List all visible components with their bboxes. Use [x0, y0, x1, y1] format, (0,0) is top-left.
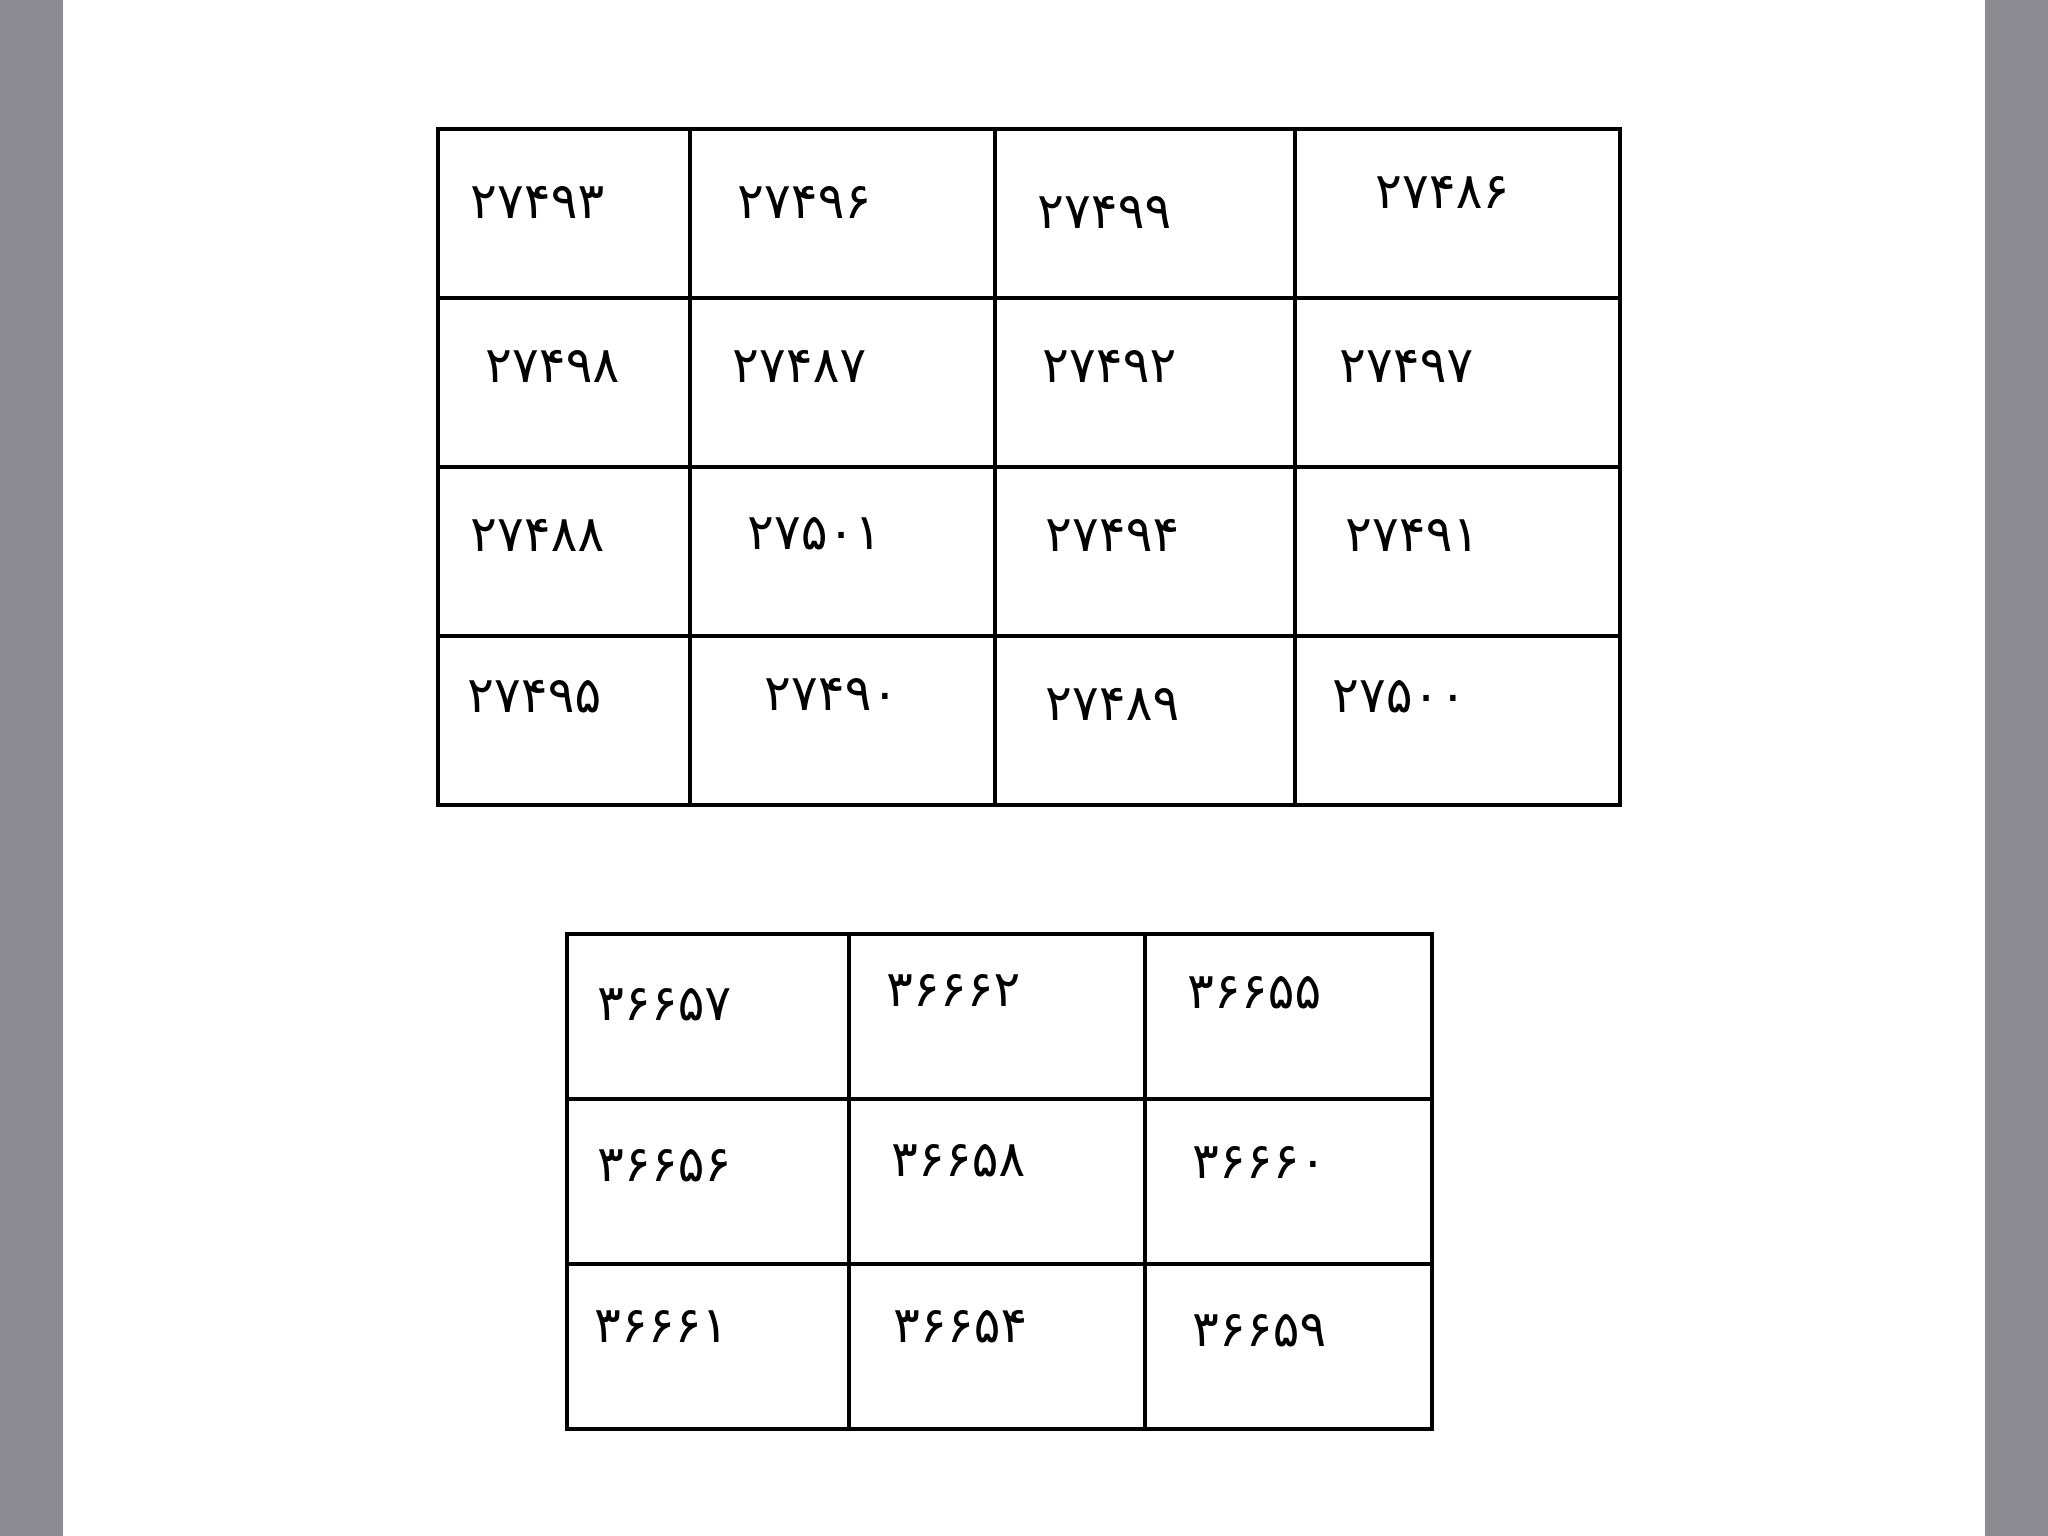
cell-number: ۳۶۶۶۱	[594, 1296, 729, 1354]
cell-number: ۳۶۶۵۶	[597, 1135, 732, 1193]
table-cell: ۳۶۶۵۹	[1143, 1262, 1434, 1431]
table-cell: ۲۷۴۹۰	[688, 634, 997, 807]
table-row: ۳۶۶۶۱ ۳۶۶۵۴ ۳۶۶۵۹	[565, 1262, 1434, 1431]
cell-number: ۲۷۵۰۱	[747, 503, 882, 561]
cell-number: ۲۷۴۹۹	[1037, 182, 1172, 240]
table-row: ۳۶۶۵۶ ۳۶۶۵۸ ۳۶۶۶۰	[565, 1097, 1434, 1266]
table-row: ۳۶۶۵۷ ۳۶۶۶۲ ۳۶۶۵۵	[565, 932, 1434, 1101]
table-cell: ۲۷۴۹۷	[1293, 296, 1622, 469]
cell-number: ۲۷۴۹۱	[1345, 505, 1480, 563]
table-cell: ۲۷۴۸۸	[436, 465, 692, 638]
table-cell: ۳۶۶۵۴	[847, 1262, 1147, 1431]
cell-number: ۲۷۵۰۰	[1332, 666, 1467, 724]
cell-number: ۳۶۶۵۴	[893, 1296, 1028, 1354]
cell-number: ۳۶۶۵۷	[597, 974, 732, 1032]
table-cell: ۲۷۴۹۴	[993, 465, 1297, 638]
table-cell: ۲۷۵۰۰	[1293, 634, 1622, 807]
cell-number: ۳۶۶۶۰	[1192, 1132, 1327, 1190]
table-row: ۲۷۴۹۸ ۲۷۴۸۷ ۲۷۴۹۲ ۲۷۴۹۷	[436, 296, 1622, 469]
number-table-2: ۳۶۶۵۷ ۳۶۶۶۲ ۳۶۶۵۵ ۳۶۶۵۶ ۳۶۶۵۸ ۳۶۶۶۰ ۳۶۶۶…	[565, 932, 1434, 1431]
cell-number: ۲۷۴۹۶	[737, 172, 872, 230]
cell-number: ۲۷۴۹۷	[1339, 336, 1474, 394]
table-cell: ۲۷۴۹۹	[993, 127, 1297, 300]
cell-number: ۳۶۶۵۸	[891, 1130, 1026, 1188]
table-cell: ۳۶۶۵۶	[565, 1097, 851, 1266]
table-cell: ۳۶۶۶۱	[565, 1262, 851, 1431]
table-cell: ۲۷۴۹۲	[993, 296, 1297, 469]
cell-number: ۲۷۴۸۶	[1375, 162, 1510, 220]
table-row: ۲۷۴۸۸ ۲۷۵۰۱ ۲۷۴۹۴ ۲۷۴۹۱	[436, 465, 1622, 638]
table-cell: ۳۶۶۶۲	[847, 932, 1147, 1101]
table-cell: ۲۷۴۹۵	[436, 634, 692, 807]
table-cell: ۳۶۶۶۰	[1143, 1097, 1434, 1266]
cell-number: ۲۷۴۸۷	[732, 336, 867, 394]
cell-number: ۲۷۴۹۲	[1042, 336, 1177, 394]
table-row: ۲۷۴۹۳ ۲۷۴۹۶ ۲۷۴۹۹ ۲۷۴۸۶	[436, 127, 1622, 300]
table-cell: ۲۷۴۹۳	[436, 127, 692, 300]
cell-number: ۲۷۴۹۵	[467, 666, 602, 724]
cell-number: ۲۷۴۹۴	[1045, 505, 1180, 563]
table-cell: ۳۶۶۵۸	[847, 1097, 1147, 1266]
table-cell: ۲۷۵۰۱	[688, 465, 997, 638]
cell-number: ۳۶۶۶۲	[886, 960, 1021, 1018]
table-cell: ۲۷۴۸۹	[993, 634, 1297, 807]
table-row: ۲۷۴۹۵ ۲۷۴۹۰ ۲۷۴۸۹ ۲۷۵۰۰	[436, 634, 1622, 807]
cell-number: ۲۷۴۹۸	[485, 336, 620, 394]
table-cell: ۲۷۴۹۱	[1293, 465, 1622, 638]
table-cell: ۳۶۶۵۵	[1143, 932, 1434, 1101]
cell-number: ۳۶۶۵۹	[1192, 1300, 1327, 1358]
table-cell: ۲۷۴۹۶	[688, 127, 997, 300]
cell-number: ۳۶۶۵۵	[1187, 962, 1322, 1020]
cell-number: ۲۷۴۸۸	[470, 505, 605, 563]
table-cell: ۲۷۴۸۶	[1293, 127, 1622, 300]
cell-number: ۲۷۴۹۳	[470, 172, 605, 230]
number-table-1: ۲۷۴۹۳ ۲۷۴۹۶ ۲۷۴۹۹ ۲۷۴۸۶ ۲۷۴۹۸ ۲۷۴۸۷ ۲۷۴۹…	[436, 127, 1622, 807]
table-cell: ۲۷۴۸۷	[688, 296, 997, 469]
table-cell: ۳۶۶۵۷	[565, 932, 851, 1101]
cell-number: ۲۷۴۹۰	[764, 664, 899, 722]
table-cell: ۲۷۴۹۸	[436, 296, 692, 469]
cell-number: ۲۷۴۸۹	[1045, 674, 1180, 732]
document-page: ۲۷۴۹۳ ۲۷۴۹۶ ۲۷۴۹۹ ۲۷۴۸۶ ۲۷۴۹۸ ۲۷۴۸۷ ۲۷۴۹…	[63, 0, 1985, 1536]
